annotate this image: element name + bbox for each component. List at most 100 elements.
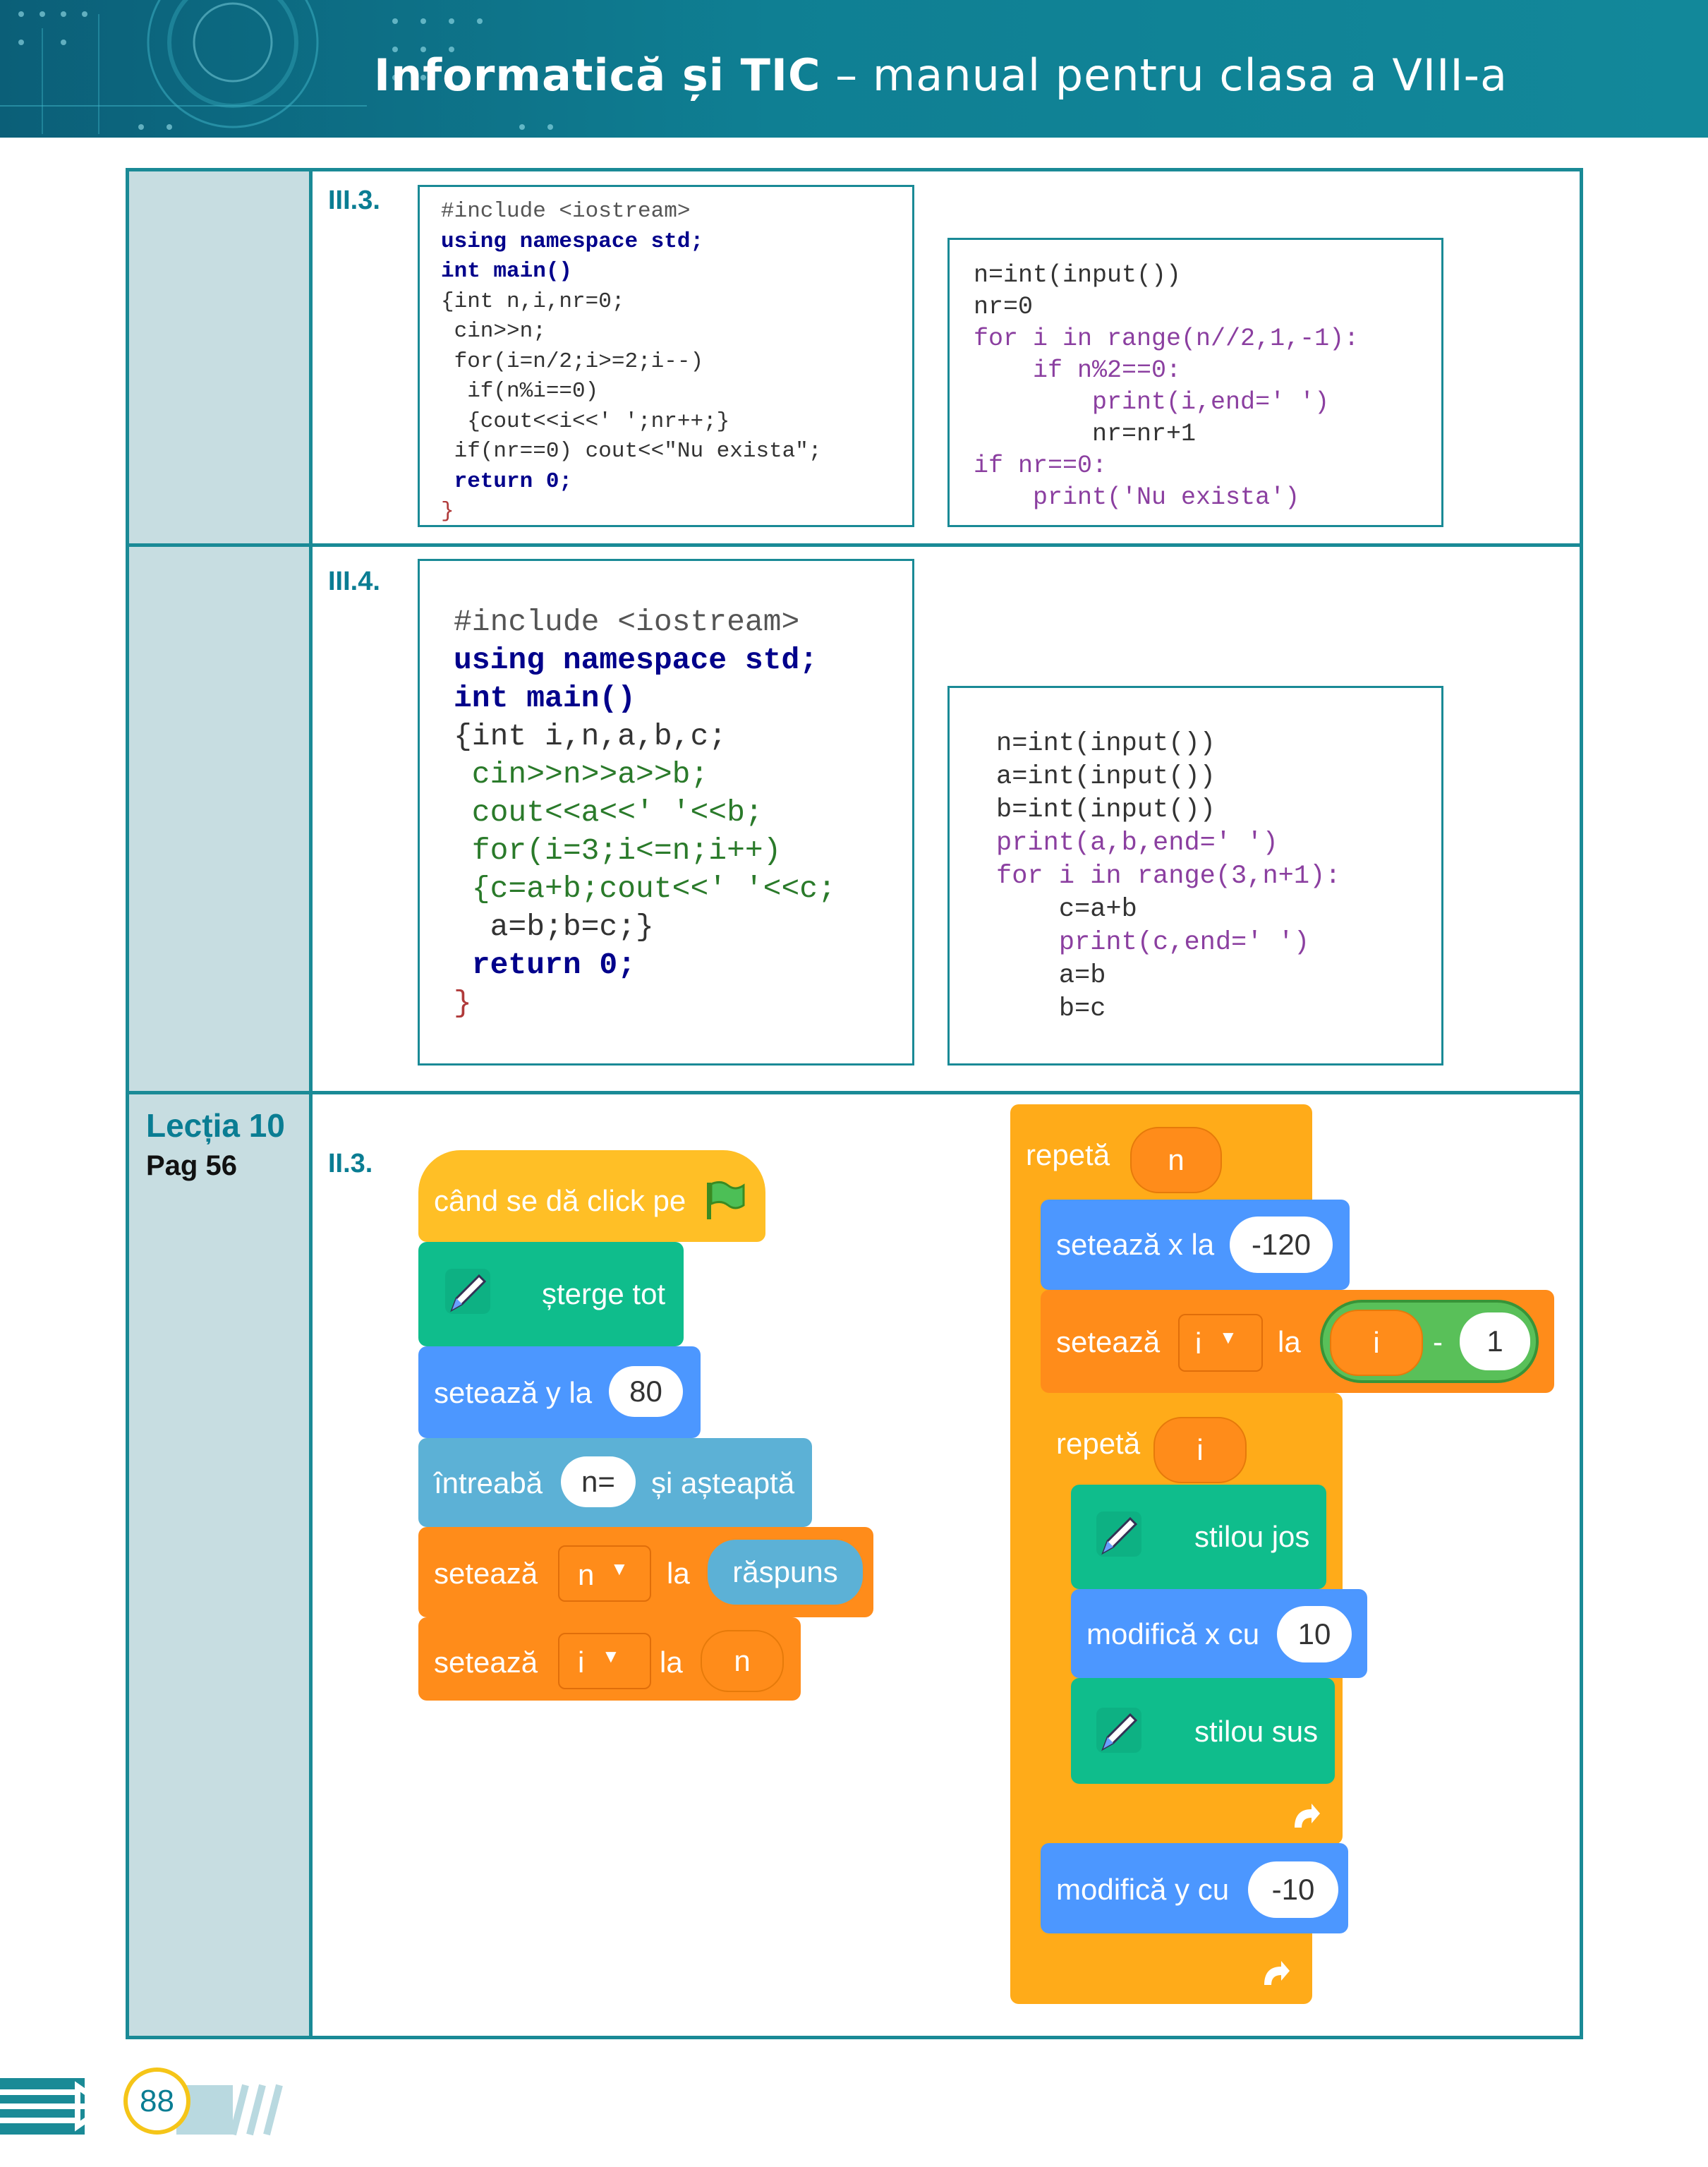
code-line: if nr==0: bbox=[974, 452, 1108, 480]
cpp-code: #include <iostream> using namespace std;… bbox=[441, 197, 822, 527]
code-line: #include <iostream> bbox=[441, 199, 691, 224]
i-reporter[interactable]: i bbox=[1330, 1310, 1423, 1376]
repeat-label: repetă bbox=[1026, 1138, 1110, 1171]
set-y-input[interactable]: 80 bbox=[609, 1366, 683, 1417]
set-i-block[interactable]: setează i ▼ la i - 1 bbox=[1041, 1290, 1554, 1393]
code-line: int main() bbox=[454, 681, 636, 716]
code-line: for i in range(n//2,1,-1): bbox=[974, 325, 1359, 353]
variable-dropdown[interactable]: i ▼ bbox=[1178, 1314, 1263, 1372]
set-y-block[interactable]: setează y la 80 bbox=[418, 1346, 701, 1438]
ask-wait-label: și așteaptă bbox=[651, 1466, 795, 1499]
change-y-block[interactable]: modifică y cu -10 bbox=[1041, 1843, 1348, 1933]
page-number: 88 bbox=[123, 2068, 190, 2135]
dropdown-value: i bbox=[1195, 1327, 1202, 1360]
set-x-block[interactable]: setează x la -120 bbox=[1041, 1200, 1350, 1290]
code-line: int main() bbox=[441, 259, 573, 284]
minus-label: - bbox=[1433, 1325, 1443, 1358]
pen-down-label: stilou jos bbox=[1194, 1520, 1310, 1553]
code-line: for(i=3;i<=n;i++) bbox=[454, 833, 782, 868]
lesson-page: Pag 56 bbox=[146, 1150, 237, 1181]
set-label: setează bbox=[1056, 1325, 1161, 1358]
repeat-count-reporter[interactable]: n bbox=[1130, 1127, 1222, 1193]
answers-table: Lecția 10 Pag 56 III.3. III.4. II.3. bbox=[126, 168, 1583, 2039]
set-y-label: setează y la bbox=[434, 1376, 593, 1409]
pen-up-block[interactable]: stilou sus bbox=[1071, 1678, 1335, 1784]
table-left-column bbox=[129, 171, 313, 2036]
code-line: cin>>n>>a>>b; bbox=[454, 757, 709, 792]
code-line: if n%2==0: bbox=[974, 356, 1182, 385]
ask-input[interactable]: n= bbox=[561, 1456, 636, 1507]
code-line: b=c bbox=[996, 994, 1106, 1024]
code-line: cin>>n; bbox=[441, 319, 546, 344]
code-line: using namespace std; bbox=[441, 229, 704, 254]
when-flag-clicked-block[interactable]: când se dă click pe bbox=[418, 1150, 765, 1242]
clear-block[interactable]: șterge tot bbox=[418, 1242, 684, 1346]
code-line: print(c,end=' ') bbox=[996, 928, 1310, 958]
loop-arrow-icon bbox=[1264, 1961, 1290, 1985]
code-line: a=b;b=c;} bbox=[454, 910, 654, 944]
change-x-block[interactable]: modifică x cu 10 bbox=[1071, 1589, 1367, 1678]
lesson-title: Lecția 10 bbox=[146, 1107, 285, 1144]
title-bold: Informatică și TIC bbox=[374, 49, 821, 101]
ask-and-wait-block[interactable]: întreabă n= și așteaptă bbox=[418, 1438, 812, 1527]
change-x-input[interactable]: 10 bbox=[1277, 1606, 1352, 1662]
title-rest: – manual pentru clasa a VIII-a bbox=[820, 49, 1508, 101]
code-line: {cout<<i<<' ';nr++;} bbox=[441, 409, 730, 434]
code-line: nr=nr+1 bbox=[974, 420, 1197, 448]
la-label: la bbox=[660, 1646, 683, 1679]
code-line: print('Nu exista') bbox=[974, 483, 1300, 512]
chevron-down-icon: ▼ bbox=[602, 1646, 620, 1667]
cpp-code: #include <iostream> using namespace std;… bbox=[454, 603, 836, 1022]
variable-dropdown[interactable]: i ▼ bbox=[558, 1633, 651, 1689]
code-line: a=b bbox=[996, 961, 1106, 991]
set-x-input[interactable]: -120 bbox=[1230, 1217, 1333, 1273]
code-line: if(nr==0) cout<<"Nu exista"; bbox=[441, 439, 822, 464]
chevron-down-icon: ▼ bbox=[1219, 1327, 1237, 1348]
loop-arrow-icon bbox=[1295, 1804, 1320, 1828]
repeat-label: repetă bbox=[1056, 1427, 1141, 1460]
la-label: la bbox=[1278, 1325, 1301, 1358]
set-label: setează bbox=[434, 1557, 538, 1590]
cpp-code-box: #include <iostream> using namespace std;… bbox=[418, 559, 914, 1066]
python-code: n=int(input()) nr=0 for i in range(n//2,… bbox=[974, 260, 1359, 514]
ask-label: întreabă bbox=[434, 1466, 543, 1499]
code-line: c=a+b bbox=[996, 895, 1137, 924]
circuit-decoration-icon bbox=[0, 0, 553, 134]
set-n-block[interactable]: setează n ▼ la răspuns bbox=[418, 1527, 873, 1617]
set-label: setează bbox=[434, 1646, 538, 1679]
code-line: nr=0 bbox=[974, 293, 1034, 321]
code-line: cout<<a<<' '<<b; bbox=[454, 795, 763, 830]
code-line: using namespace std; bbox=[454, 643, 818, 677]
variable-dropdown[interactable]: n ▼ bbox=[558, 1545, 651, 1602]
page-header: Informatică și TIC – manual pentru clasa… bbox=[0, 0, 1708, 138]
pen-down-block[interactable]: stilou jos bbox=[1071, 1485, 1326, 1589]
code-line: for i in range(3,n+1): bbox=[996, 862, 1341, 891]
set-x-label: setează x la bbox=[1056, 1228, 1215, 1261]
repeat-count-reporter[interactable]: i bbox=[1153, 1417, 1247, 1483]
dropdown-value: i bbox=[578, 1646, 585, 1679]
code-line: return 0; bbox=[441, 469, 573, 494]
code-line: print(i,end=' ') bbox=[974, 388, 1330, 416]
page-title: Informatică și TIC – manual pentru clasa… bbox=[374, 49, 1508, 101]
set-i-block[interactable]: setează i ▼ la n bbox=[418, 1617, 801, 1701]
cpp-code-box: #include <iostream> using namespace std;… bbox=[418, 185, 914, 527]
code-line: b=int(input()) bbox=[996, 795, 1216, 825]
code-line: if(n%i==0) bbox=[441, 379, 599, 404]
subtract-operator[interactable]: i - 1 bbox=[1320, 1300, 1539, 1383]
lesson-reference: Lecția 10 Pag 56 bbox=[146, 1106, 285, 1182]
change-x-label: modifică x cu bbox=[1086, 1617, 1260, 1650]
code-line: n=int(input()) bbox=[974, 261, 1182, 289]
python-code-box: n=int(input()) nr=0 for i in range(n//2,… bbox=[947, 238, 1443, 527]
change-y-input[interactable]: -10 bbox=[1248, 1861, 1338, 1918]
code-line: {int n,i,nr=0; bbox=[441, 289, 625, 314]
exercise-label: III.3. bbox=[328, 186, 380, 215]
answer-reporter[interactable]: răspuns bbox=[708, 1540, 863, 1605]
n-reporter[interactable]: n bbox=[701, 1630, 784, 1692]
code-line: for(i=n/2;i>=2;i--) bbox=[441, 349, 704, 374]
pen-icon bbox=[1096, 1511, 1141, 1557]
pen-icon bbox=[1096, 1708, 1141, 1753]
subtract-right-input[interactable]: 1 bbox=[1460, 1312, 1530, 1370]
clear-label: șterge tot bbox=[542, 1277, 666, 1310]
code-line: #include <iostream> bbox=[454, 605, 800, 639]
python-code-box: n=int(input()) a=int(input()) b=int(inpu… bbox=[947, 686, 1443, 1066]
